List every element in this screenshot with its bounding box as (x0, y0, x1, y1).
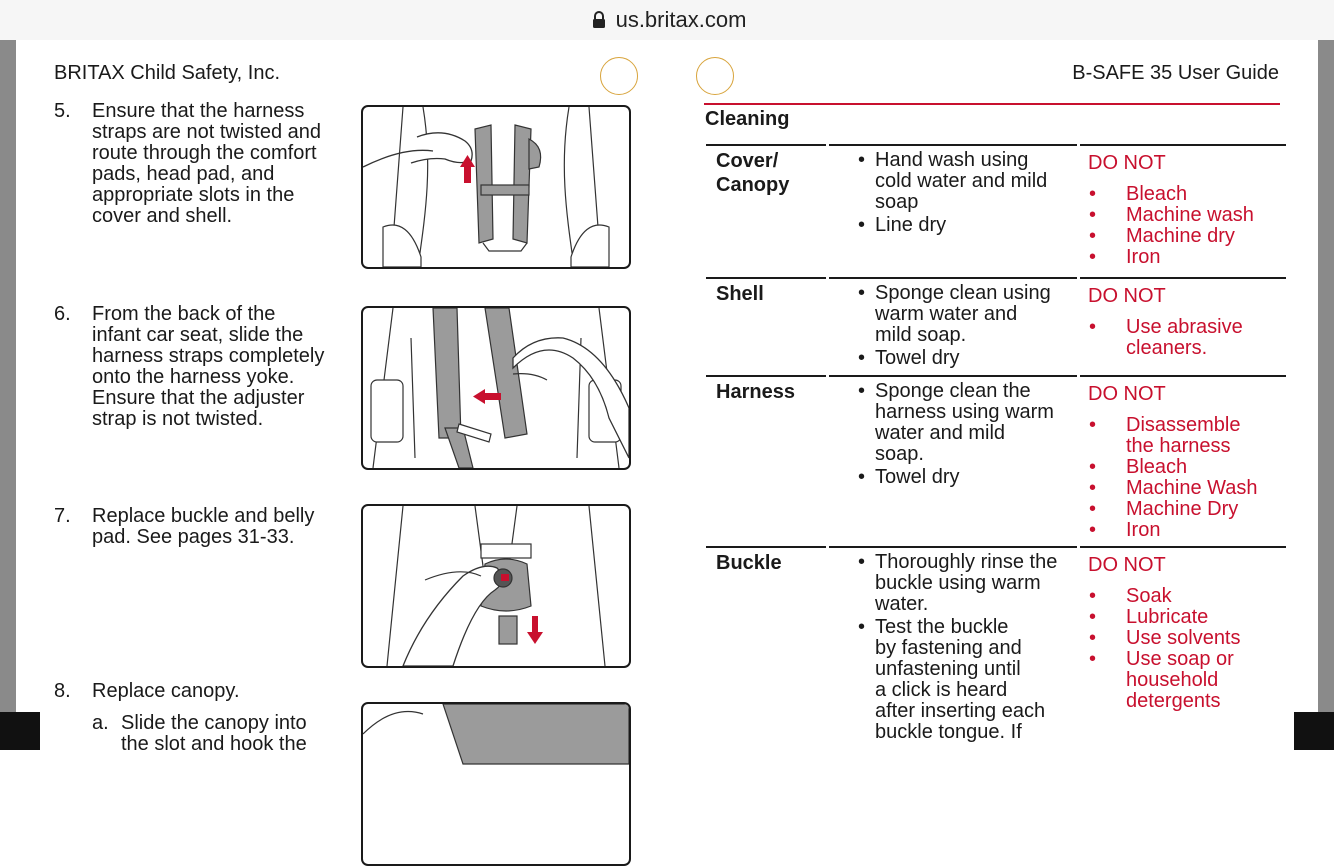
section-title: Cleaning (705, 108, 790, 130)
cleaning-step: Line dry (858, 215, 1070, 237)
row-item-label: Cover/ Canopy (716, 150, 790, 196)
table-rule (706, 546, 1286, 548)
step-text: Replace buckle and belly pad. See pages … (92, 505, 315, 548)
do-not-item: Use abrasive cleaners. (1088, 317, 1278, 359)
cleaning-step: Towel dry (858, 348, 1070, 370)
substep-letter: a. (92, 712, 109, 734)
illustration-replace-buckle (361, 504, 631, 668)
do-not-list: DO NOT Bleach Machine wash Machine dry I… (1088, 152, 1278, 269)
cleaning-steps: Sponge clean the harness using warm wate… (858, 381, 1070, 490)
cleaning-step: Sponge clean using warm water and mild s… (858, 283, 1070, 346)
do-not-list: DO NOT Soak Lubricate Use solvents Use s… (1088, 555, 1278, 712)
do-not-item: Iron (1088, 247, 1278, 269)
row-item-label: Buckle (716, 552, 782, 574)
step-number: 7. (54, 505, 71, 527)
cleaning-steps: Hand wash using cold water and mild soap… (858, 150, 1070, 238)
cleaning-steps: Sponge clean using warm water and mild s… (858, 283, 1070, 371)
binder-hole-left (600, 57, 638, 95)
do-not-item: Machine Dry (1088, 499, 1278, 521)
do-not-item: Bleach (1088, 184, 1278, 206)
do-not-item: Iron (1088, 520, 1278, 542)
step-number: 8. (54, 680, 71, 702)
do-not-item: Disassemble the harness (1088, 415, 1278, 457)
address-bar[interactable]: us.britax.com (0, 0, 1334, 41)
cleaning-step: Towel dry (858, 467, 1070, 489)
step-number: 6. (54, 303, 71, 325)
viewer-corner-left (0, 712, 40, 750)
do-not-item: Bleach (1088, 457, 1278, 479)
table-rule (706, 375, 1286, 377)
substep-text: Slide the canopy into the slot and hook … (121, 712, 307, 755)
url-text: us.britax.com (615, 7, 747, 32)
do-not-heading: DO NOT (1088, 383, 1166, 405)
viewer-right-margin (1318, 40, 1334, 750)
do-not-item: Machine dry (1088, 226, 1278, 248)
lock-icon (592, 11, 605, 28)
do-not-item: Machine wash (1088, 205, 1278, 227)
illustration-replace-canopy (361, 702, 631, 866)
cleaning-step: Hand wash using cold water and mild soap (858, 150, 1070, 213)
do-not-list: DO NOT Use abrasive cleaners. (1088, 286, 1278, 359)
illustration-harness-yoke (361, 306, 631, 470)
do-not-item: Lubricate (1088, 607, 1278, 629)
step-text: From the back of the infant car seat, sl… (92, 303, 325, 430)
do-not-heading: DO NOT (1088, 285, 1166, 307)
do-not-item: Use solvents (1088, 628, 1278, 650)
illustration-route-harness (361, 105, 631, 269)
cleaning-steps: Thoroughly rinse the buckle using warm w… (858, 552, 1070, 745)
table-rule (706, 277, 1286, 279)
table-rule (706, 144, 1286, 146)
do-not-item: Soak (1088, 586, 1278, 608)
do-not-heading: DO NOT (1088, 152, 1166, 174)
section-rule (704, 103, 1280, 105)
do-not-item: Machine Wash (1088, 478, 1278, 500)
row-item-label: Harness (716, 381, 795, 403)
step-text: Ensure that the harness straps are not t… (92, 100, 322, 227)
step-text: Replace canopy. (92, 680, 240, 702)
cleaning-step: Test the buckle by fastening and unfaste… (858, 617, 1070, 743)
cleaning-step: Sponge clean the harness using warm wate… (858, 381, 1070, 465)
right-page-header: B-SAFE 35 User Guide (1072, 62, 1279, 84)
do-not-list: DO NOT Disassemble the harness Bleach Ma… (1088, 383, 1278, 542)
viewer-left-margin (0, 40, 16, 750)
step-number: 5. (54, 100, 71, 122)
binder-hole-right (696, 57, 734, 95)
row-item-label: Shell (716, 283, 764, 305)
cleaning-step: Thoroughly rinse the buckle using warm w… (858, 552, 1070, 615)
do-not-item: Use soap or household detergents (1088, 649, 1278, 712)
viewer-corner-right (1294, 712, 1334, 750)
do-not-heading: DO NOT (1088, 554, 1166, 576)
left-page-header: BRITAX Child Safety, Inc. (54, 62, 281, 84)
